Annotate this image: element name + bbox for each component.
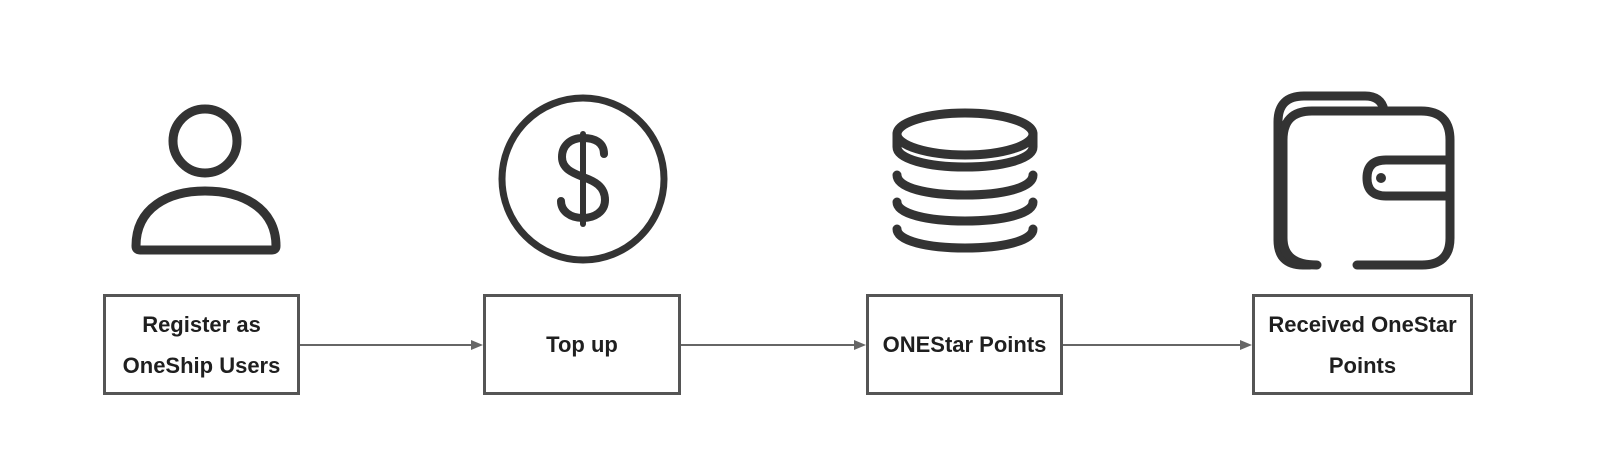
step-label-onestar-points: ONEStar Points (882, 332, 1047, 357)
step-box-register: Register as OneShip Users (103, 294, 300, 395)
arrow-1 (300, 340, 483, 350)
wallet-clasp-dot-icon (1376, 173, 1386, 183)
step-label-register: Register as OneShip Users (122, 311, 281, 378)
step-box-onestar-points: ONEStar Points (866, 294, 1063, 395)
user-icon (131, 104, 281, 255)
arrow-3 (1063, 340, 1252, 350)
step-box-top-up: Top up (483, 294, 681, 395)
step-label-top-up: Top up (546, 332, 618, 357)
coin-stack-icon (892, 108, 1038, 253)
wallet-icon (1273, 91, 1455, 270)
step-box-received-points: Received OneStar Points (1252, 294, 1473, 395)
step-label-received-points: Received OneStar Points (1268, 311, 1457, 378)
dollar-coin-icon (498, 94, 668, 264)
arrow-2 (681, 340, 866, 350)
